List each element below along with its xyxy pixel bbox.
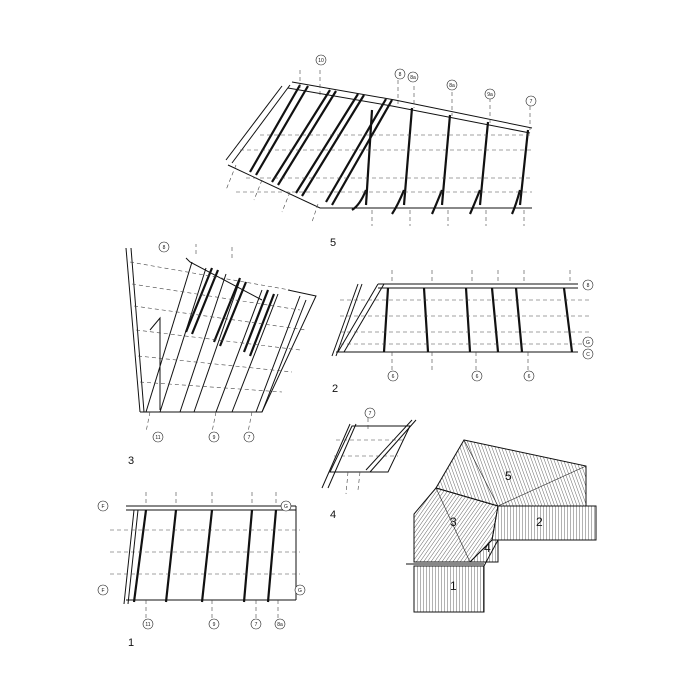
grid-tag: 8	[399, 72, 402, 78]
view-1-framing	[110, 492, 300, 618]
grid-tag: 7	[255, 622, 258, 628]
zone-label-3: 3	[450, 515, 457, 529]
view-3-framing	[125, 244, 317, 433]
view-label-4: 4	[330, 509, 336, 521]
zone-label-2: 2	[536, 515, 543, 529]
grid-tag: 7	[530, 99, 533, 105]
zone-label-4: 4	[484, 541, 491, 555]
grid-tag: 8	[587, 283, 590, 289]
view-label-1: 1	[128, 637, 134, 649]
zone-label-1: 1	[450, 579, 457, 593]
grid-tag: F	[101, 588, 104, 594]
grid-tag: 7	[248, 435, 251, 441]
grid-tag: 6	[528, 374, 531, 380]
zone-label-5: 5	[505, 469, 512, 483]
view-4-framing	[321, 418, 417, 495]
key-plan-zone-labels: 1 2 3 4 5	[450, 469, 543, 593]
view-3-grid-tags: 8 11 9 7	[152, 241, 255, 443]
view-label-5: 5	[330, 237, 336, 249]
grid-tag: 9	[213, 622, 216, 628]
view-2-framing	[331, 270, 590, 372]
grid-tag: F	[101, 504, 104, 510]
grid-tag: 9a	[487, 92, 493, 98]
grid-tag: 8a	[277, 622, 283, 628]
grid-tag: 6	[392, 374, 395, 380]
key-plan-zone-1-area	[413, 565, 485, 613]
grid-tag: G	[586, 340, 590, 346]
grid-tag: 8a	[449, 83, 455, 89]
grid-tag: 7	[369, 411, 372, 417]
view-4-grid-tags: 7	[364, 407, 376, 419]
grid-tag: 9	[213, 435, 216, 441]
grid-tag: 10	[318, 58, 324, 64]
view-5-grid-tags: 10 8 8a 8a 9a 7	[315, 54, 537, 107]
key-plan	[406, 439, 597, 613]
grid-tag: 6	[476, 374, 479, 380]
view-label-3: 3	[128, 455, 134, 467]
grid-tag: 8	[163, 245, 166, 251]
grid-tag: C	[586, 352, 590, 358]
grid-tag: G	[298, 588, 302, 594]
view-2-grid-tags: 8 G C 6 6 6	[387, 279, 594, 382]
view-5-framing	[225, 70, 533, 226]
grid-tag: G	[284, 504, 288, 510]
grid-tag: 11	[155, 435, 160, 441]
key-plan-zone-2-area	[491, 505, 597, 541]
key-plan-zone-5-area	[435, 439, 587, 507]
view-label-2: 2	[332, 383, 338, 395]
grid-tag: 11	[145, 622, 150, 628]
view-1-grid-tags: F G F G 11 9 7 8a	[97, 500, 306, 630]
grid-tag: 8a	[410, 75, 416, 81]
